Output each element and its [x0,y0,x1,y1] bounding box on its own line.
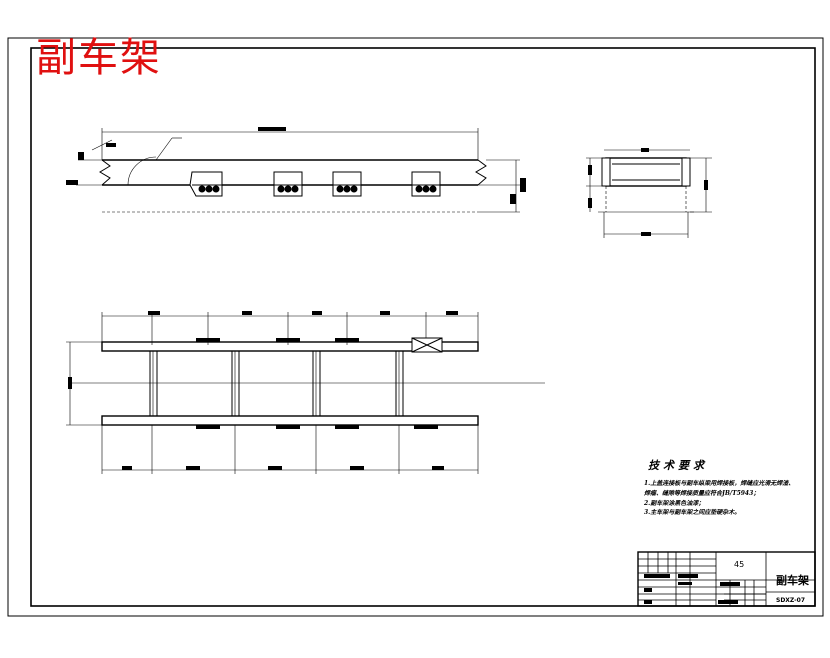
front-view [66,127,526,213]
side-view [586,148,712,238]
title-block-part-name: 副车架 [776,574,809,587]
tech-req-line-1: 1.上盖连接板与副车纵梁用焊接板，焊缝应光滑无焊渣、 [644,480,795,487]
technical-requirements-heading: 技术要求 [648,459,708,472]
part-name-red-title: 副车架 [36,35,162,81]
inner-border [30,47,816,607]
top-view [66,311,545,474]
title-block-drawing-number: SDXZ-07 [776,597,806,604]
title-block [637,551,816,607]
tech-req-line-3: 2.副车架涂黑色油漆； [644,500,705,507]
tech-req-line-2: 焊瘤、缝隙等焊接质量应符合JB/T5943； [644,490,760,497]
title-block-material: 45 [734,560,745,569]
outer-border [7,37,824,617]
tech-req-line-4: 3.主车架与副车架之间应垫硬杂木。 [644,509,741,516]
